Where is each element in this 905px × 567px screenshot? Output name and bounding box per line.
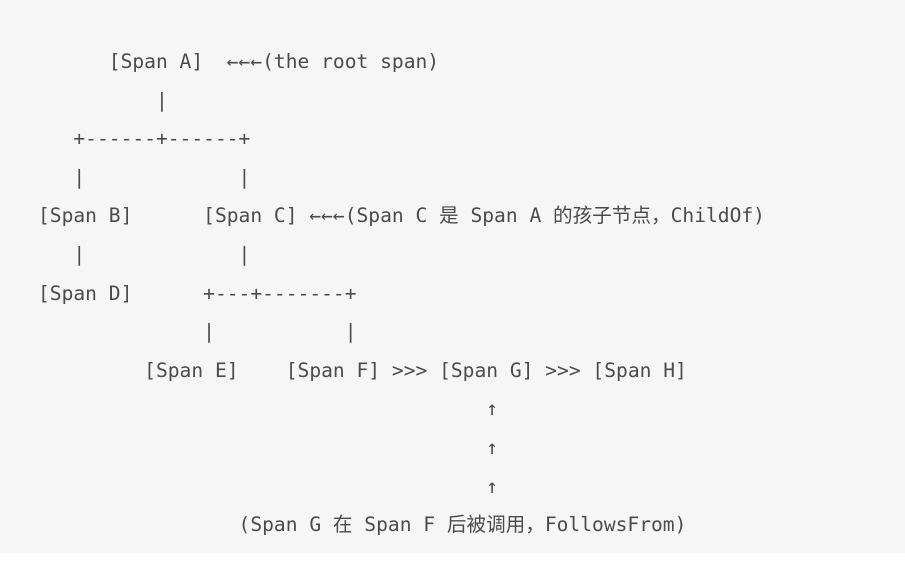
ascii-line-5: [Span B] [Span C] ←←←(Span C 是 Span A 的孩…	[38, 204, 765, 228]
span-tree-ascii-art: [Span A] ←←←(the root span) | +------+--…	[38, 43, 765, 545]
ascii-diagram-panel: [Span A] ←←←(the root span) | +------+--…	[38, 43, 765, 545]
ascii-line-3: +------+------+	[38, 127, 251, 151]
ascii-line-12: ↑	[38, 474, 499, 498]
ascii-line-13: (Span G 在 Span F 后被调用，FollowsFrom)	[38, 513, 687, 537]
ascii-line-4: | |	[38, 165, 251, 189]
ascii-line-8: | |	[38, 320, 357, 344]
ascii-line-11: ↑	[38, 435, 499, 459]
ascii-line-9: [Span E] [Span F] >>> [Span G] >>> [Span…	[38, 358, 687, 382]
ascii-line-6: | |	[38, 242, 251, 266]
ascii-line-1: [Span A] ←←←(the root span)	[38, 50, 440, 73]
ascii-line-10: ↑	[38, 397, 499, 421]
ascii-line-2: |	[38, 88, 168, 112]
ascii-line-7: [Span D] +---+-------+	[38, 281, 357, 305]
